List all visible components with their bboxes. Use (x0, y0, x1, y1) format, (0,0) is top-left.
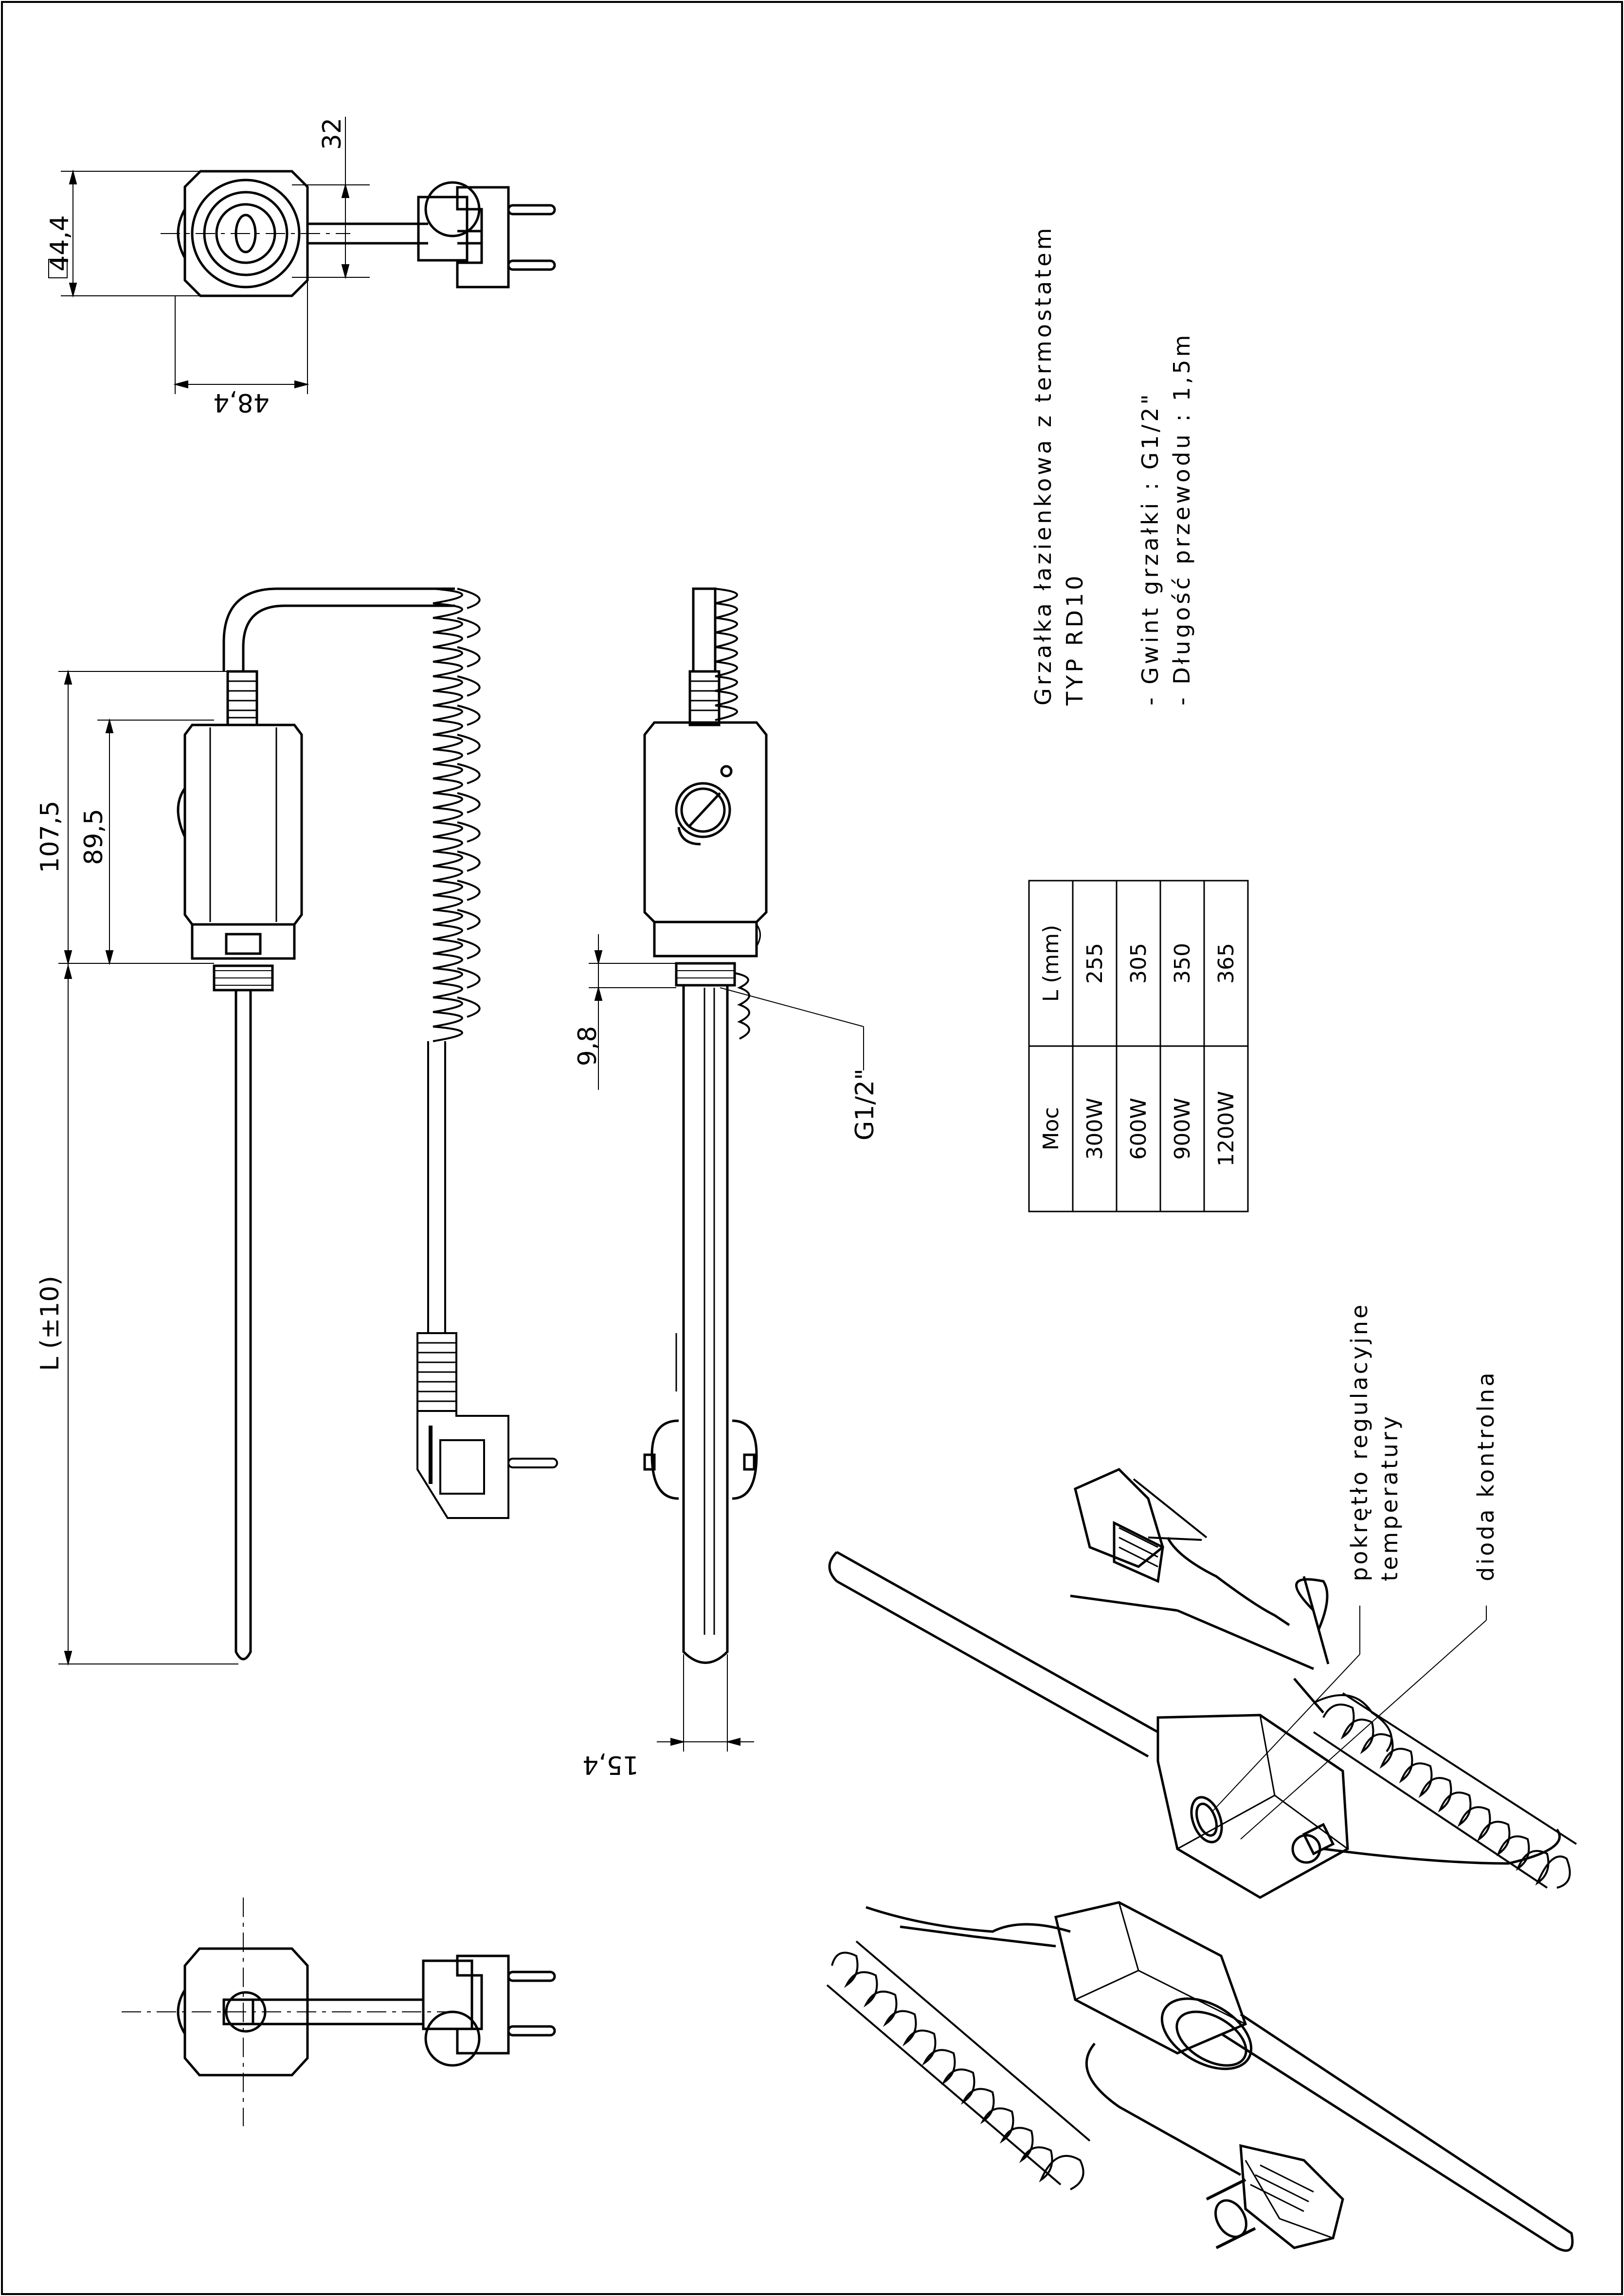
isometric-view-bottom (866, 1901, 1574, 2252)
dim-l-tolerance: L (±10) (36, 1276, 65, 1371)
dim-107: 107,5 (36, 801, 65, 873)
dim-thread: G1/2" (850, 1068, 880, 1140)
table-cell-power-2: 600W (1126, 1098, 1151, 1160)
spec-thread: - Gwint grzałki : G1/2" (1137, 391, 1163, 705)
dim-32: 32 (318, 118, 347, 150)
table-cell-power-4: 1200W (1214, 1091, 1239, 1166)
table-cell-length-1: 255 (1083, 943, 1107, 984)
top-end-view (161, 170, 556, 297)
dim-square-44: 44,4 (45, 215, 74, 271)
dim-9-8: 9,8 (573, 1026, 602, 1067)
power-table (1028, 880, 1249, 1212)
dim-15-4: 15,4 (582, 1750, 639, 1779)
callout-diode: dioda kontrolna (1473, 1370, 1499, 1581)
callout-leaders (1211, 1606, 1487, 1840)
spec-cable-length: - Długość przewodu : 1,5m (1169, 332, 1195, 705)
dim-48: 48,4 (213, 388, 270, 417)
table-cell-length-2: 305 (1126, 943, 1151, 984)
title-line-2: TYP RD10 (1062, 573, 1088, 706)
isometric-coil-bottom (826, 1940, 1091, 2190)
table-header-length: L (mm) (1039, 925, 1064, 1002)
side-view-dimensions (58, 669, 238, 1666)
table-cell-length-3: 350 (1170, 943, 1195, 984)
callout-knob-line-1: pokrętło regulacyjne (1346, 1302, 1372, 1581)
side-view-coil (416, 588, 558, 1519)
top-view-dimensions (48, 117, 370, 394)
isometric-coil-top (1313, 1692, 1577, 1889)
front-view (643, 587, 768, 1664)
callout-knob-line-2: temperatury (1376, 1414, 1403, 1581)
bottom-end-view (122, 1898, 556, 2126)
isometric-view-top (828, 1468, 1561, 1899)
table-cell-power-3: 900W (1170, 1098, 1195, 1160)
table-header-power: Moc (1039, 1107, 1064, 1150)
front-view-dimensions (589, 934, 864, 1752)
side-view (177, 587, 455, 1661)
table-cell-length-4: 365 (1214, 943, 1239, 984)
title-line-1: Grzałka łazienkowa z termostatem (1030, 225, 1056, 705)
dim-89: 89,5 (79, 809, 108, 865)
table-cell-power-1: 300W (1083, 1098, 1107, 1160)
